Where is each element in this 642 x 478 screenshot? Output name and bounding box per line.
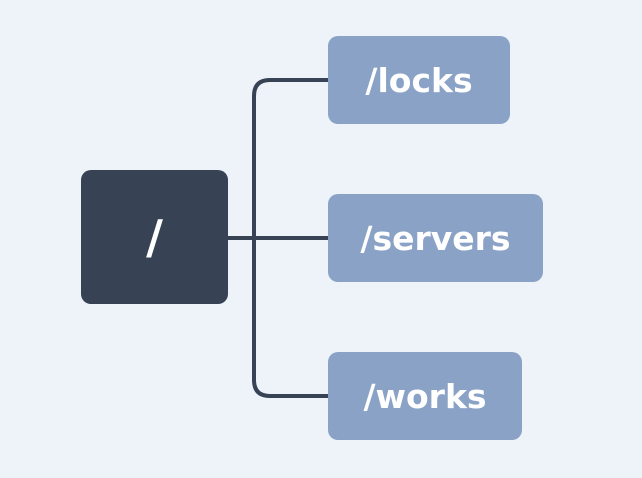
- child-node-locks: /locks: [328, 36, 510, 124]
- child-node-works: /works: [328, 352, 522, 440]
- child-node-servers: /servers: [328, 194, 543, 282]
- child-node-works-label: /works: [363, 376, 487, 416]
- child-node-servers-label: /servers: [360, 218, 511, 258]
- root-node: /: [81, 170, 228, 304]
- root-node-label: /: [146, 210, 163, 264]
- child-node-locks-label: /locks: [365, 60, 473, 100]
- connector-locks: [252, 78, 330, 240]
- connector-works: [252, 236, 330, 398]
